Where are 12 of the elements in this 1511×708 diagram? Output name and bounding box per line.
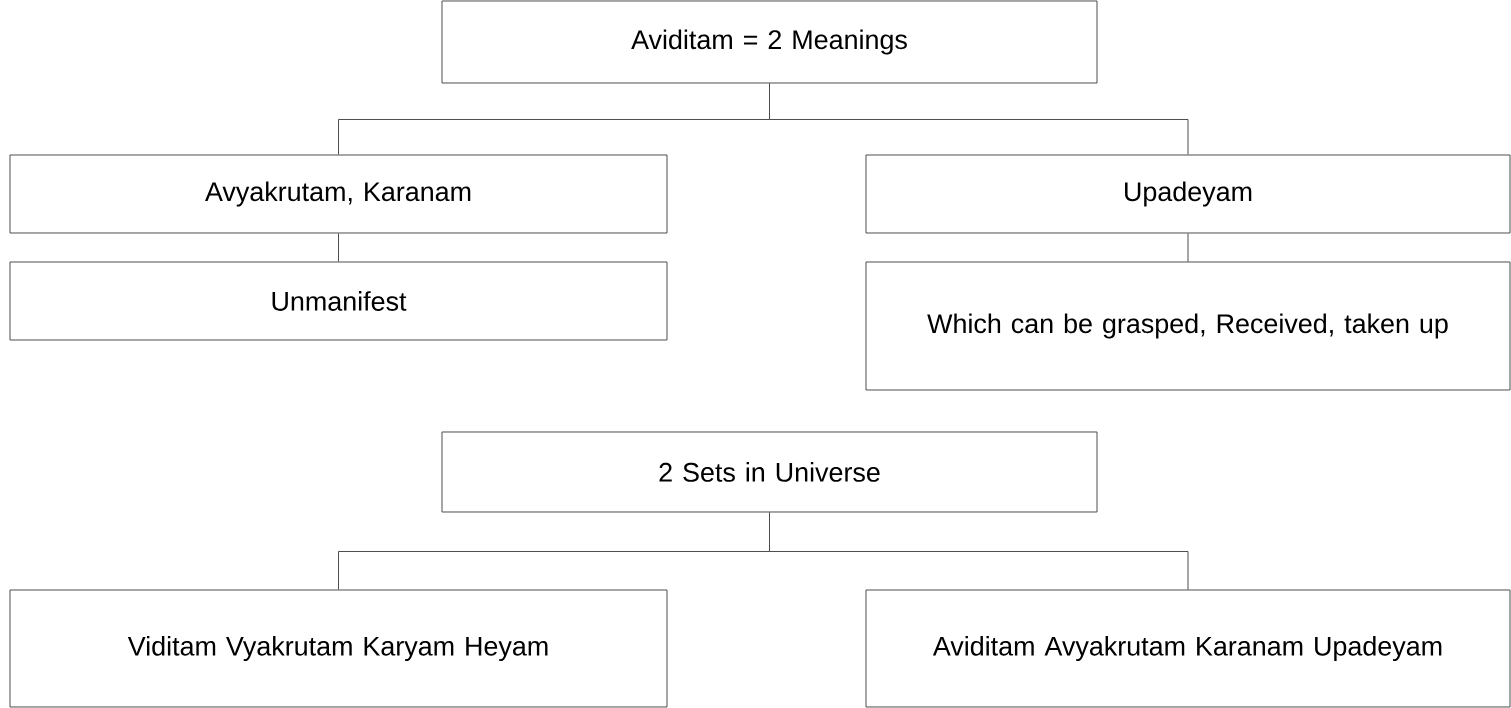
text-box: Aviditam Avyakrutam Karanam Upadeyam [865, 589, 1511, 708]
text-box: Which can be grasped, Received, taken up [865, 261, 1511, 391]
text-box: Avyakrutam, Karanam [9, 154, 668, 234]
text-box: Upadeyam [865, 154, 1511, 234]
connector-line [338, 233, 339, 262]
connector-line [769, 512, 1189, 590]
connector-line [769, 83, 1189, 155]
text-box: Unmanifest [9, 261, 668, 341]
text-box: 2 Sets in Universe [441, 431, 1098, 513]
text-box: Viditam Vyakrutam Karyam Heyam [9, 589, 668, 708]
connector-line [1187, 233, 1189, 262]
text-box: Aviditam = 2 Meanings [441, 0, 1098, 84]
